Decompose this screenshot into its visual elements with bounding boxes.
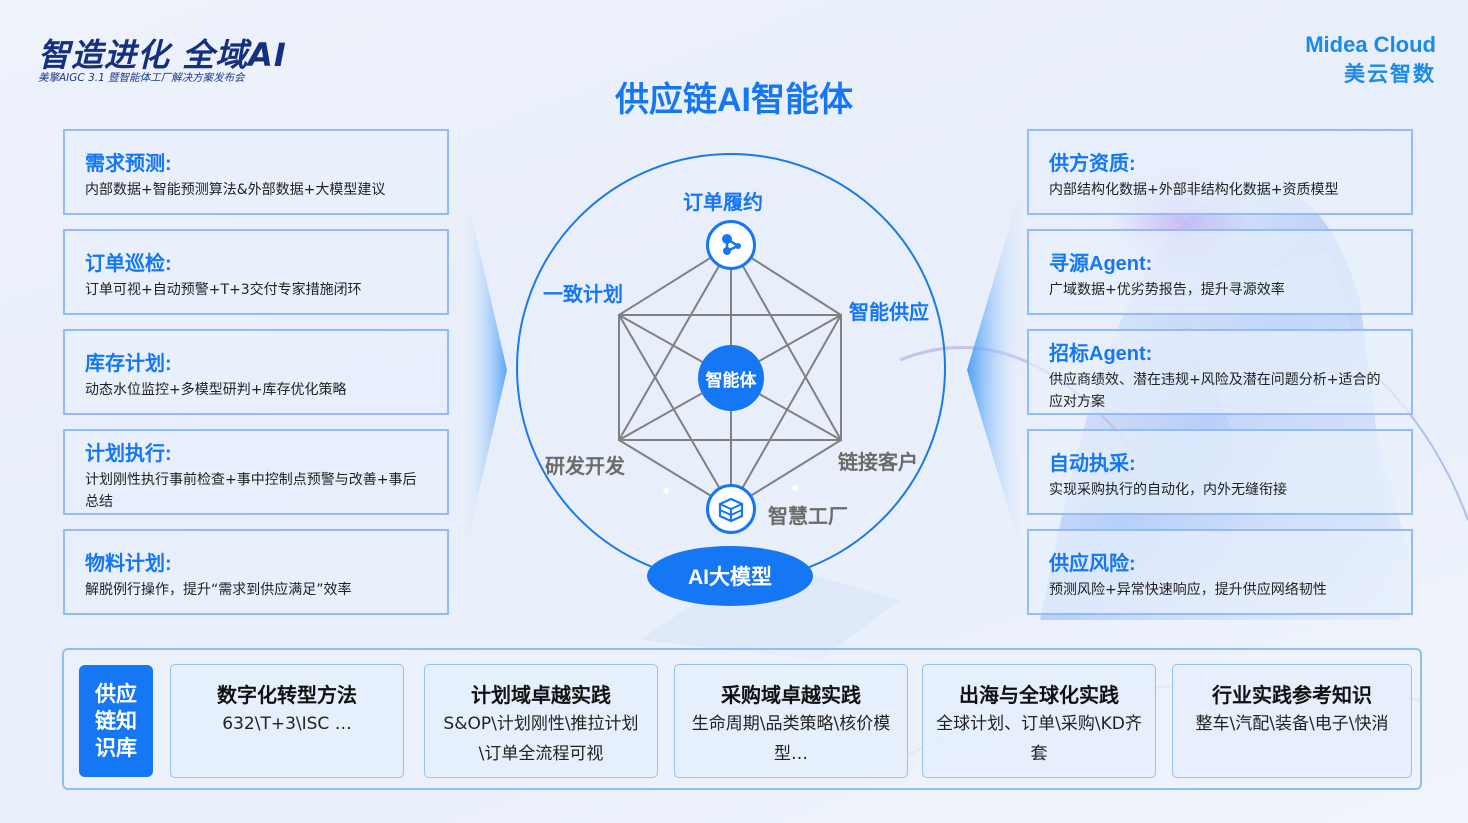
kb-card-title: 行业实践参考知识 (1212, 683, 1372, 707)
card-desc: 订单可视+自动预警+T+3交付专家措施闭环 (85, 282, 362, 298)
card-inventory-plan: 库存计划: 动态水位监控+多模型研判+库存优化策略 (63, 329, 449, 415)
card-desc: 计划刚性执行事前检查+事中控制点预警与改善+事后总结 (85, 472, 417, 510)
card-title: 库存计划: (85, 353, 172, 375)
kb-card-desc: 全球计划、订单\采购\KD齐套 (936, 714, 1142, 764)
card-auto-procurement: 自动执采: 实现采购执行的自动化，内外无缝衔接 (1027, 429, 1413, 515)
kb-card-title: 数字化转型方法 (217, 683, 357, 707)
node-consistent-plan: 一致计划 (543, 284, 623, 306)
card-bidding-agent: 招标Agent: 供应商绩效、潜在违规+风险及潜在问题分析+适合的应对方案 (1027, 329, 1413, 415)
card-title: 需求预测: (85, 153, 172, 175)
decor-dot (792, 485, 798, 491)
share-nodes-icon (706, 220, 756, 270)
card-plan-execution: 计划执行: 计划刚性执行事前检查+事中控制点预警与改善+事后总结 (63, 429, 449, 515)
card-desc: 广域数据+优劣势报告，提升寻源效率 (1049, 282, 1285, 298)
kb-card-title: 出海与全球化实践 (959, 683, 1119, 707)
page-title: 供应链AI智能体 (615, 81, 853, 119)
kb-card-title: 采购域卓越实践 (721, 683, 861, 707)
node-smart-factory: 智慧工厂 (768, 506, 848, 528)
knowledge-base-panel: 供应链知识库 数字化转型方法 632\T+3\ISC … 计划域卓越实践 S&O… (62, 648, 1422, 790)
kb-card-desc: 生命周期\品类策略\核价模型… (691, 714, 891, 764)
card-material-plan: 物料计划: 解脱例行操作，提升“需求到供应满足”效率 (63, 529, 449, 615)
card-title: 供方资质: (1049, 153, 1136, 175)
card-desc: 动态水位监控+多模型研判+库存优化策略 (85, 382, 347, 398)
card-desc: 供应商绩效、潜在违规+风险及潜在问题分析+适合的应对方案 (1049, 372, 1381, 410)
midea-cloud-logo: Midea Cloud 美云智数 (1305, 32, 1436, 88)
card-sourcing-agent: 寻源Agent: 广域数据+优劣势报告，提升寻源效率 (1027, 229, 1413, 315)
decor-dot (663, 488, 669, 494)
card-title: 自动执采: (1049, 453, 1136, 475)
card-demand-forecast: 需求预测: 内部数据+智能预测算法&外部数据+大模型建议 (63, 129, 449, 215)
node-rnd: 研发开发 (545, 456, 625, 478)
event-title: 智造进化 全域AI (38, 36, 287, 74)
card-desc: 内部结构化数据+外部非结构化数据+资质模型 (1049, 182, 1339, 198)
kb-card-desc: 整车\汽配\装备\电子\快消 (1195, 714, 1389, 734)
kb-card-digital-transformation: 数字化转型方法 632\T+3\ISC … (170, 664, 404, 778)
kb-card-planning-practice: 计划域卓越实践 S&OP\计划刚性\推拉计划\订单全流程可视 (424, 664, 658, 778)
card-desc: 解脱例行操作，提升“需求到供应满足”效率 (85, 582, 352, 598)
logo-cn: 美云智数 (1344, 62, 1436, 86)
ai-large-model-base: AI大模型 (647, 546, 813, 606)
card-title: 计划执行: (85, 443, 172, 465)
kb-card-title: 计划域卓越实践 (471, 683, 611, 707)
logo-en: Midea Cloud (1305, 32, 1436, 57)
box-icon (706, 484, 756, 534)
card-supplier-qualification: 供方资质: 内部结构化数据+外部非结构化数据+资质模型 (1027, 129, 1413, 215)
card-title: 招标Agent: (1049, 343, 1153, 365)
event-subtitle: 美擎AIGC 3.1 暨智能体工厂解决方案发布会 (38, 72, 245, 84)
card-title: 物料计划: (85, 553, 172, 575)
card-desc: 预测风险+异常快速响应，提升供应网络韧性 (1049, 582, 1327, 598)
kb-card-desc: S&OP\计划刚性\推拉计划\订单全流程可视 (443, 714, 639, 764)
center-agent-node: 智能体 (698, 345, 764, 411)
card-desc: 内部数据+智能预测算法&外部数据+大模型建议 (85, 182, 386, 198)
node-order-fulfillment: 订单履约 (683, 192, 763, 214)
agent-diagram: 订单履约 一致计划 智能供应 研发开发 链接客户 智慧工厂 智能体 AI大模型 (515, 150, 955, 610)
node-connect-customers: 链接客户 (838, 452, 918, 474)
card-supply-risk: 供应风险: 预测风险+异常快速响应，提升供应网络韧性 (1027, 529, 1413, 615)
kb-card-industry-knowledge: 行业实践参考知识 整车\汽配\装备\电子\快消 (1172, 664, 1412, 778)
left-funnel-arrow (462, 175, 507, 565)
node-smart-supply: 智能供应 (849, 302, 929, 324)
card-title: 订单巡检: (85, 253, 172, 275)
card-order-inspection: 订单巡检: 订单可视+自动预警+T+3交付专家措施闭环 (63, 229, 449, 315)
kb-card-procurement-practice: 采购域卓越实践 生命周期\品类策略\核价模型… (674, 664, 908, 778)
card-desc: 实现采购执行的自动化，内外无缝衔接 (1049, 482, 1287, 498)
card-title: 寻源Agent: (1049, 253, 1153, 275)
right-funnel-arrow (967, 175, 1025, 565)
kb-card-desc: 632\T+3\ISC … (222, 714, 352, 734)
kb-card-globalization-practice: 出海与全球化实践 全球计划、订单\采购\KD齐套 (922, 664, 1156, 778)
card-title: 供应风险: (1049, 553, 1136, 575)
diagram-lines (516, 153, 946, 583)
knowledge-base-label: 供应链知识库 (79, 665, 153, 777)
